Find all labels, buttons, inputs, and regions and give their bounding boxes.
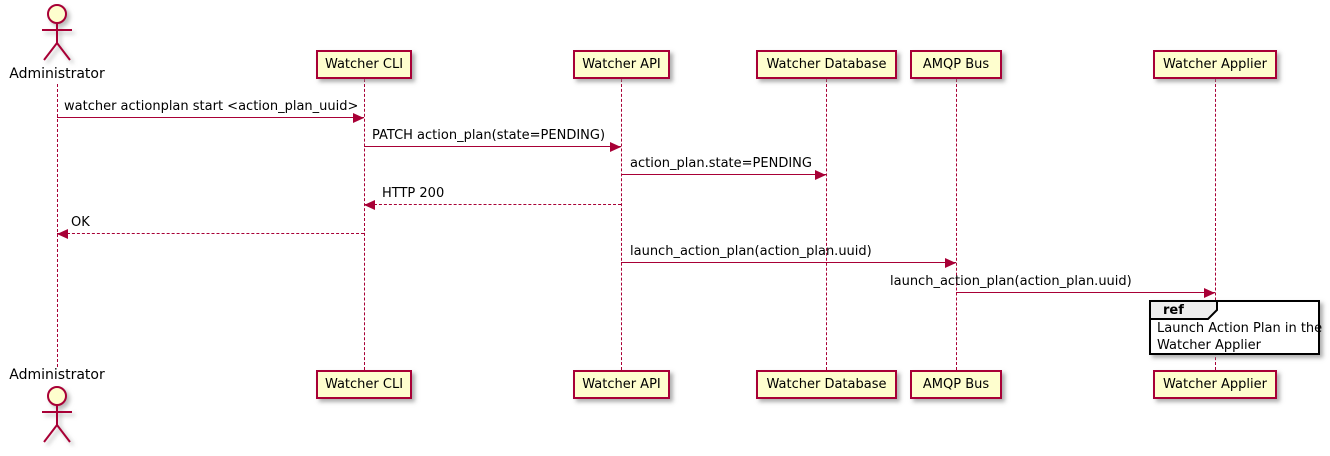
- message-label: OK: [71, 215, 90, 230]
- lifeline-watcher-database: [826, 79, 827, 370]
- message-label: HTTP 200: [382, 186, 445, 201]
- ref-tab: [1149, 300, 1218, 320]
- message-line: [621, 174, 826, 175]
- message-line: [621, 262, 956, 263]
- message-label: PATCH action_plan(state=PENDING): [372, 128, 606, 143]
- arrowhead-right-icon: [945, 258, 956, 268]
- message-label: launch_action_plan(action_plan.uuid): [890, 274, 1132, 289]
- arrowhead-right-icon: [610, 142, 621, 152]
- message-line: [364, 146, 621, 147]
- lifeline-amqp-bus: [956, 79, 957, 370]
- message-label: action_plan.state=PENDING: [630, 156, 812, 171]
- ref-body: Launch Action Plan in the Watcher Applie…: [1157, 320, 1322, 354]
- lifeline-watcher-cli: [364, 79, 365, 370]
- message-label: launch_action_plan(action_plan.uuid): [630, 244, 872, 259]
- ref-text-line1: Launch Action Plan in the: [1157, 321, 1323, 336]
- participant-box-watcher-database-bottom: Watcher Database: [756, 370, 897, 399]
- message-label: watcher actionplan start <action_plan_uu…: [64, 99, 359, 114]
- arrowhead-right-icon: [815, 170, 826, 180]
- actor-label-top: Administrator: [9, 66, 105, 82]
- participant-box-watcher-applier-top: Watcher Applier: [1153, 50, 1277, 79]
- lifeline-administrator: [57, 84, 58, 367]
- ref-text-line2: Watcher Applier: [1157, 338, 1261, 353]
- ref-fragment: ref Launch Action Plan in the Watcher Ap…: [1149, 300, 1322, 355]
- participant-box-amqp-bus-top: AMQP Bus: [910, 50, 1002, 79]
- lifeline-watcher-applier: [1215, 79, 1216, 370]
- participant-box-watcher-cli-bottom: Watcher CLI: [316, 370, 412, 399]
- participant-box-watcher-api-bottom: Watcher API: [573, 370, 670, 399]
- message-line: [57, 117, 364, 118]
- actor-icon: [42, 4, 72, 61]
- arrowhead-left-icon: [364, 200, 375, 210]
- participant-box-watcher-cli-top: Watcher CLI: [316, 50, 412, 79]
- message-line: [364, 204, 621, 205]
- arrowhead-right-icon: [353, 113, 364, 123]
- lifeline-watcher-api: [621, 79, 622, 370]
- actor-icon: [42, 386, 72, 443]
- participant-box-amqp-bus-bottom: AMQP Bus: [910, 370, 1002, 399]
- participant-box-watcher-api-top: Watcher API: [573, 50, 670, 79]
- actor-label-bottom: Administrator: [9, 367, 105, 383]
- arrowhead-right-icon: [1204, 288, 1215, 298]
- arrowhead-left-icon: [57, 229, 68, 239]
- message-line: [57, 233, 364, 234]
- participant-box-watcher-applier-bottom: Watcher Applier: [1153, 370, 1277, 399]
- message-line: [956, 292, 1215, 293]
- participant-box-watcher-database-top: Watcher Database: [756, 50, 897, 79]
- ref-tab-label: ref: [1163, 303, 1184, 318]
